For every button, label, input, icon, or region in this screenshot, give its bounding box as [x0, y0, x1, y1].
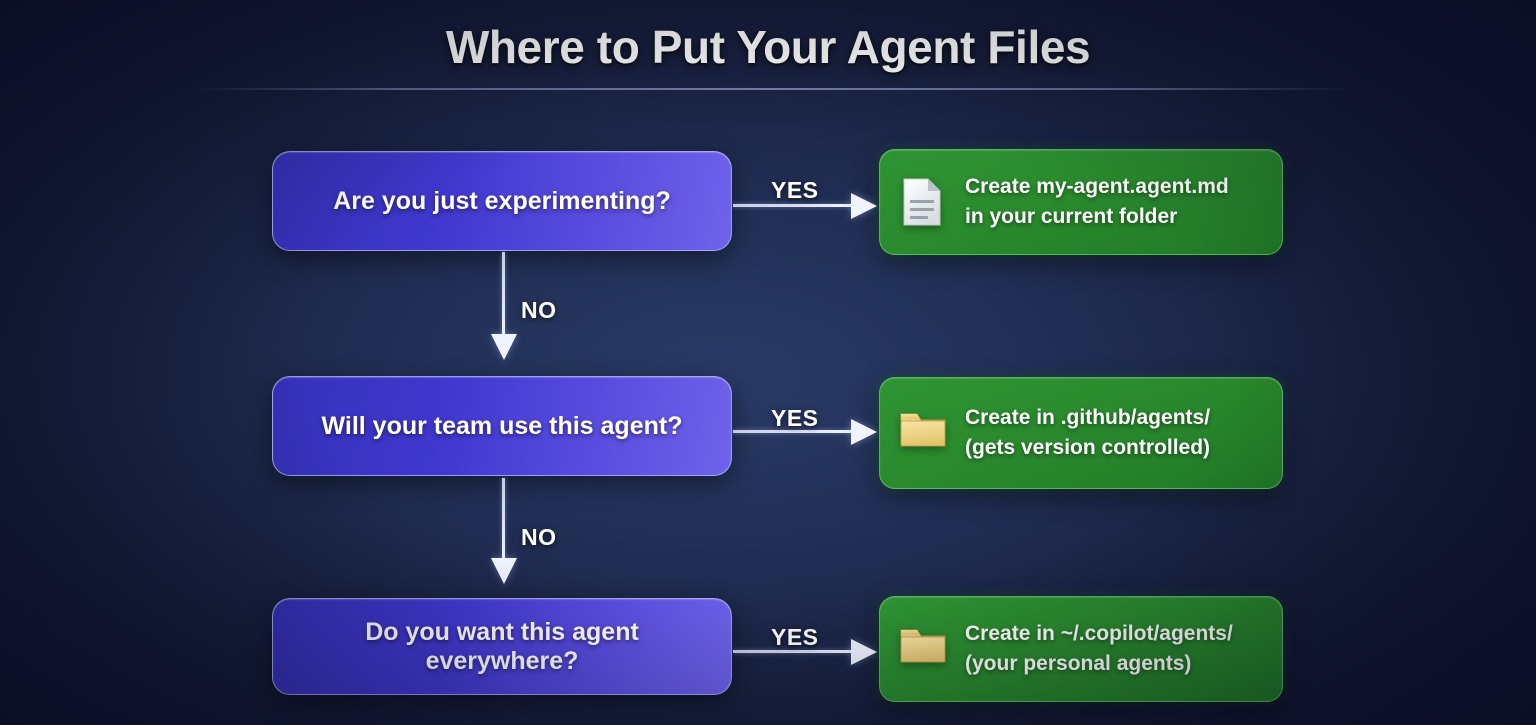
decision-label: Are you just experimenting? [333, 186, 671, 215]
title-divider [190, 88, 1350, 90]
result-line-1: Create in .github/agents/ [965, 406, 1211, 430]
folder-icon [898, 407, 948, 459]
arrow-line [733, 204, 855, 207]
result-line-1: Create my-agent.agent.md [965, 175, 1229, 199]
no-arrow-2 [491, 478, 517, 584]
result-line-1: Create in ~/.copilot/agents/ [965, 622, 1233, 646]
arrow-head-icon [851, 419, 877, 445]
result-box-github-agents[interactable]: Create in .github/agents/ (gets version … [879, 377, 1283, 489]
result-box-copilot-agents[interactable]: Create in ~/.copilot/agents/ (your perso… [879, 596, 1283, 702]
result-line-2: (gets version controlled) [965, 436, 1211, 459]
decision-label: Do you want this agent everywhere? [365, 617, 639, 675]
document-icon [898, 176, 948, 228]
decision-box-experimenting[interactable]: Are you just experimenting? [272, 151, 732, 251]
arrow-line [502, 478, 505, 560]
yes-label-2: YES [771, 405, 819, 431]
folder-icon [898, 623, 948, 675]
decision-label: Will your team use this agent? [321, 411, 683, 440]
arrow-head-icon [491, 558, 517, 584]
decision-box-team-use[interactable]: Will your team use this agent? [272, 376, 732, 476]
result-box-current-folder[interactable]: Create my-agent.agent.md in your current… [879, 149, 1283, 255]
page-title: Where to Put Your Agent Files [445, 21, 1091, 73]
yes-label-1: YES [771, 177, 819, 203]
arrow-head-icon [851, 639, 877, 665]
arrow-head-icon [851, 193, 877, 219]
result-text: Create in .github/agents/ (gets version … [965, 403, 1210, 463]
result-line-2: in your current folder [965, 205, 1178, 228]
no-label-2: NO [521, 524, 557, 550]
no-arrow-1 [491, 252, 517, 360]
yes-label-3: YES [771, 624, 819, 650]
no-label-1: NO [521, 297, 557, 323]
yes-arrow-1 [733, 193, 879, 219]
result-text: Create my-agent.agent.md in your current… [965, 172, 1229, 232]
arrow-line [502, 252, 505, 336]
result-text: Create in ~/.copilot/agents/ (your perso… [965, 619, 1233, 679]
decision-box-everywhere[interactable]: Do you want this agent everywhere? [272, 598, 732, 695]
arrow-head-icon [491, 334, 517, 360]
result-line-2: (your personal agents) [965, 652, 1192, 675]
